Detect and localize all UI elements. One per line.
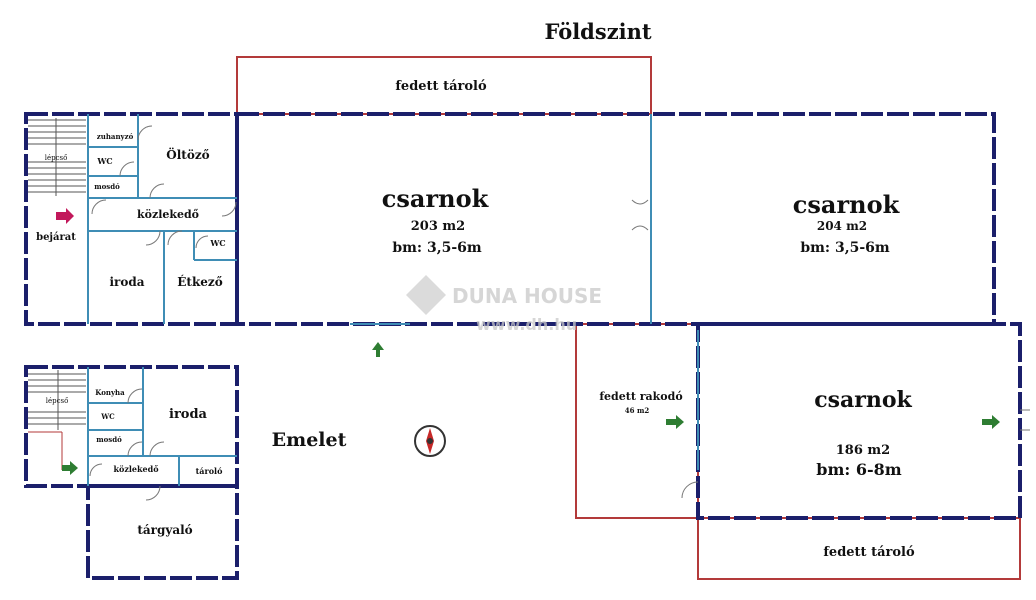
kitchen-label: Konyha <box>95 388 125 397</box>
storage-upper-label: tároló <box>196 466 223 476</box>
stair-upper-label: lépcső <box>46 396 69 405</box>
ground-floor-title: Földszint <box>544 19 651 44</box>
stair-ground-label: lépcső <box>45 153 68 162</box>
wc2-label: WC <box>209 238 225 248</box>
dining-label: Étkező <box>177 274 222 289</box>
washroom-upper-label: mosdó <box>96 435 122 444</box>
watermark-brand: DUNA HOUSE <box>452 284 602 308</box>
upper-stair-lines <box>28 431 63 470</box>
loading-name: fedett rakodó <box>599 390 682 403</box>
hall3-height: bm: 6-8m <box>816 460 902 479</box>
door-swings-upper <box>89 388 165 501</box>
stairs-upper <box>28 370 86 430</box>
hall2-name: csarnok <box>793 190 901 219</box>
meeting-room-label: tárgyaló <box>137 523 192 537</box>
ground-floor-inner-walls <box>87 114 699 470</box>
entrance-label: bejárat <box>36 232 76 243</box>
covered-storage-top-outline <box>236 56 652 115</box>
dressing-room-label: Öltöző <box>166 146 209 162</box>
hall2-height: bm: 3,5-6m <box>800 240 890 256</box>
compass-icon <box>414 425 446 457</box>
washroom-ground-label: mosdó <box>94 182 120 191</box>
corridor-upper-label: közlekedő <box>113 464 159 474</box>
covered-storage-bottom-label: fedett tároló <box>823 545 915 560</box>
loading-area: 46 m2 <box>625 406 650 415</box>
hall2-area: 204 m2 <box>817 219 867 233</box>
upper-floor-inner-walls <box>87 367 237 486</box>
hall1-area: 203 m2 <box>411 219 465 234</box>
door-arrow-up-icon <box>372 342 384 357</box>
shower-label: zuhanyzó <box>97 132 134 141</box>
upper-floor-title: Emelet <box>272 429 347 451</box>
stairs-ground <box>28 118 86 196</box>
covered-storage-top-label: fedett tároló <box>395 79 487 94</box>
entrance-arrow-icon <box>56 208 74 224</box>
ground-floor-walls <box>24 112 1022 520</box>
hall1-height: bm: 3,5-6m <box>392 240 482 256</box>
hall1-name: csarnok <box>382 184 490 213</box>
wc-upper-label: WC <box>100 412 115 421</box>
watermark-url: www.dh.hu <box>476 315 577 334</box>
wc1-label: WC <box>96 156 112 166</box>
office-ground-label: iroda <box>109 275 144 289</box>
office-upper-label: iroda <box>169 407 208 422</box>
upper-floor-walls <box>24 365 239 580</box>
corridor-ground-label: közlekedő <box>137 208 199 221</box>
watermark-logo: DUNA HOUSE www.dh.hu <box>406 275 602 334</box>
hall3-area: 186 m2 <box>836 443 890 458</box>
hall3-name: csarnok <box>814 387 912 413</box>
door-swings-ground <box>91 125 1030 499</box>
arrow-right-icon <box>62 415 1000 475</box>
